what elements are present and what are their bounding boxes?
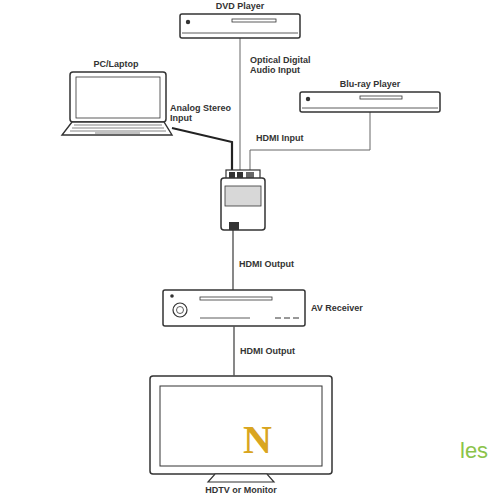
dvd-player <box>180 14 300 38</box>
device-label: PC/Laptop <box>93 59 140 69</box>
device-label: DVD Player <box>215 1 266 11</box>
signal-label: Analog Stereo Input <box>170 103 234 124</box>
signal-label: Optical Digital Audio Input <box>250 55 322 76</box>
device-label: Blu-ray Player <box>339 79 402 89</box>
av-receiver <box>163 290 305 326</box>
watermark: les <box>460 440 488 462</box>
laptop <box>62 72 172 135</box>
device-label: AV Receiver <box>310 303 364 313</box>
signal-label: HDMI Output <box>239 259 294 269</box>
blu-ray-player: Blu-ray Player <box>300 92 440 112</box>
blu-ray-player <box>300 92 440 112</box>
converter-box <box>221 170 265 230</box>
signal-label: HDMI Input <box>256 133 304 143</box>
hdtv-monitor <box>150 376 332 482</box>
edge-label: HDMI Output <box>239 346 296 356</box>
dvd-player: DVD Player <box>180 14 300 38</box>
device-label: HDTV or Monitor <box>204 485 278 495</box>
av-receiver: AV Receiver <box>163 290 305 326</box>
hdmi-cable <box>233 326 234 376</box>
hdtv-monitor: HDTV or Monitor <box>150 376 332 482</box>
watermark: N <box>243 420 272 460</box>
cables <box>172 38 370 290</box>
laptop: PC/Laptop <box>60 72 172 135</box>
